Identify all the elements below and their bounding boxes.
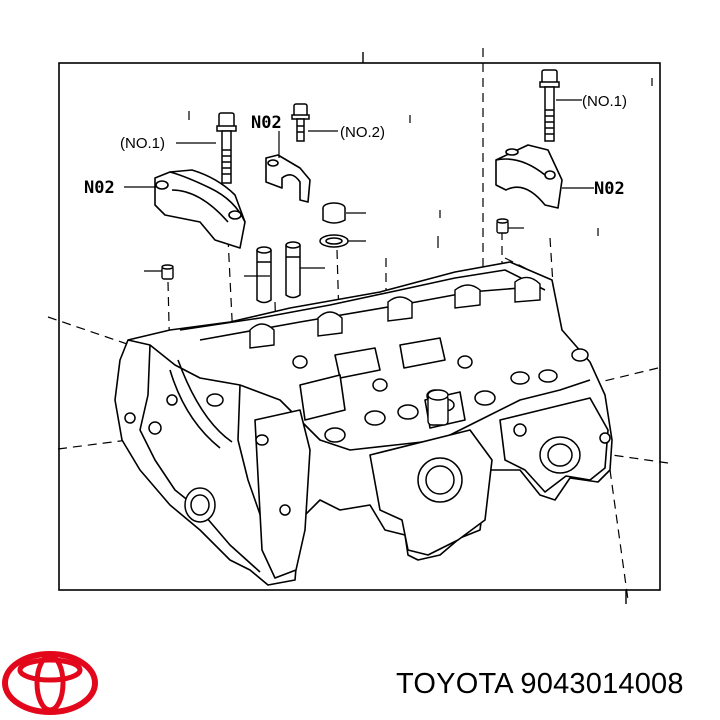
bearing-cap-middle <box>265 154 311 203</box>
small-dowels <box>161 218 509 280</box>
bolt-no1-left <box>216 112 237 184</box>
bearing-cap-right <box>495 144 563 209</box>
part-number: 9043014008 <box>520 668 684 700</box>
brand-name: TOYOTA <box>396 668 513 700</box>
callout-leaders <box>124 78 653 277</box>
part-caption: TOYOTA 9043014008 <box>396 668 684 701</box>
callout-no1-left: (NO.1) <box>120 135 165 152</box>
cam-journals <box>249 276 541 426</box>
callout-n02-left: N02 <box>84 178 115 198</box>
cylinder-head <box>114 261 613 586</box>
callout-no2-bolt: (NO.2) <box>340 124 385 141</box>
callout-n02-right: N02 <box>594 179 625 199</box>
bolt-no1-right <box>539 69 560 142</box>
diagram-frame <box>58 62 661 591</box>
toyota-logo-icon <box>2 651 98 715</box>
callout-n02-top: N02 <box>251 113 282 133</box>
bearing-cap-left <box>154 169 246 249</box>
callout-no1-right: (NO.1) <box>582 93 627 110</box>
bolt-no2 <box>291 103 310 142</box>
sleeves <box>256 241 301 304</box>
plug-and-gasket <box>319 202 349 248</box>
